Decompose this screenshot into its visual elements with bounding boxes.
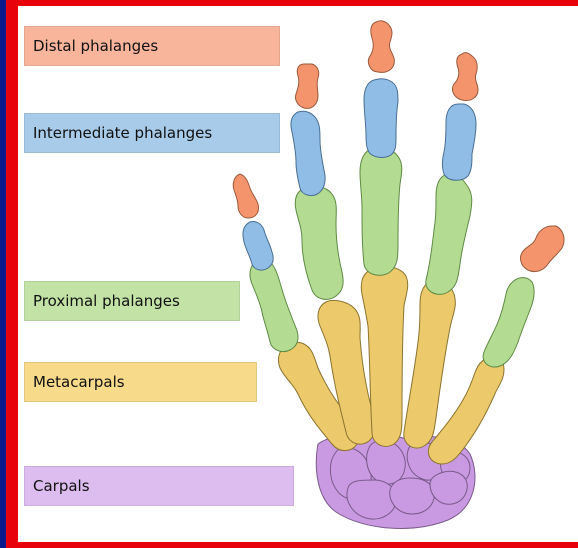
distal-phalanx-bones [233, 21, 564, 272]
red-frame: Distal phalanges Intermediate phalanges … [6, 0, 578, 548]
diagram-panel: Distal phalanges Intermediate phalanges … [18, 6, 578, 542]
hand-bones-illustration [18, 6, 578, 542]
metacarpal-bones [278, 267, 504, 464]
